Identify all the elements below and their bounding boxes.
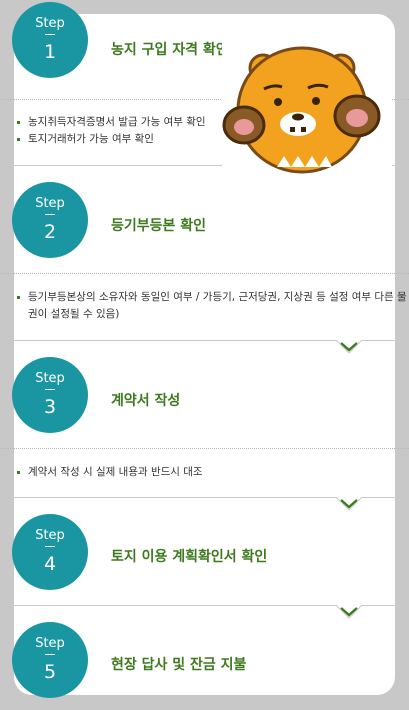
step-4-title: 토지 이용 계획확인서 확인: [111, 549, 268, 565]
step-1-desc: 농지취득자격증명서 발급 가능 여부 확인 토지거래허가 가능 여부 확인: [16, 114, 409, 148]
step-5-label: Step: [35, 636, 65, 651]
bear-mascot-icon: [222, 40, 392, 180]
divider-dotted: [0, 273, 409, 274]
step-2-desc: 등기부등본상의 소유자와 동일인 여부 / 가등기, 근저당권, 지상권 등 설…: [16, 289, 409, 323]
step-3-label: Step: [35, 371, 65, 386]
divider-dotted: [0, 448, 409, 449]
step-2-title: 등기부등본 확인: [111, 218, 207, 234]
divider-solid: [0, 605, 409, 606]
step-3-dash: [45, 389, 55, 390]
step-1-number: 1: [43, 41, 57, 63]
list-item: 계약서 작성 시 실제 내용과 반드시 대조: [16, 464, 409, 481]
step-3-desc: 계약서 작성 시 실제 내용과 반드시 대조: [16, 464, 409, 481]
step-3-number: 3: [43, 396, 57, 418]
step-3-badge: Step 3: [12, 357, 88, 433]
step-5-number: 5: [43, 661, 57, 683]
step-4-number: 4: [43, 553, 57, 575]
step-3-title: 계약서 작성: [111, 393, 181, 409]
step-1-badge: Step 1: [12, 2, 88, 78]
divider-solid: [0, 340, 409, 341]
step-4-badge: Step 4: [12, 514, 88, 590]
step-4-label: Step: [35, 528, 65, 543]
step-2-label: Step: [35, 196, 65, 211]
step-5-title: 현장 답사 및 잔금 지불: [111, 657, 247, 673]
step-1-label: Step: [35, 16, 65, 31]
divider-solid: [0, 497, 409, 498]
chevron-down-icon[interactable]: [336, 340, 362, 356]
step-5-dash: [45, 654, 55, 655]
list-item: 등기부등본상의 소유자와 동일인 여부 / 가등기, 근저당권, 지상권 등 설…: [16, 289, 409, 323]
step-2-number: 2: [43, 221, 57, 243]
divider-solid: [0, 165, 409, 166]
step-1-dash: [45, 34, 55, 35]
step-4-dash: [45, 546, 55, 547]
chevron-down-icon[interactable]: [336, 497, 362, 513]
chevron-down-icon[interactable]: [336, 605, 362, 621]
divider-dotted: [0, 99, 409, 100]
step-2-badge: Step 2: [12, 182, 88, 258]
step-1-title: 농지 구입 자격 확인: [111, 42, 229, 58]
step-2-dash: [45, 214, 55, 215]
step-5-badge: Step 5: [12, 622, 88, 698]
list-item: 토지거래허가 가능 여부 확인: [16, 131, 409, 148]
list-item: 농지취득자격증명서 발급 가능 여부 확인: [16, 114, 409, 131]
